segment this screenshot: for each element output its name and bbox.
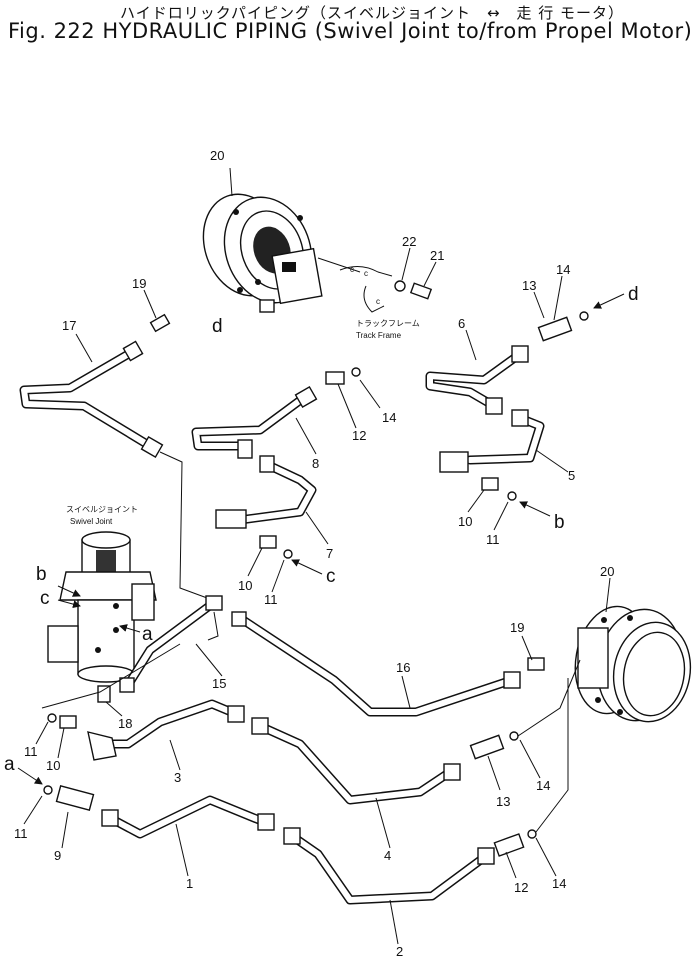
callout-14-mid: 14 xyxy=(382,410,396,425)
callout-11-right: 11 xyxy=(486,532,500,547)
callout-10-right: 10 xyxy=(458,514,472,529)
callout-22: 22 xyxy=(402,234,416,249)
callout-14-lower: 14 xyxy=(536,778,550,793)
callout-11-bottom: 11 xyxy=(14,826,28,841)
callout-11-mid: 11 xyxy=(264,592,278,607)
frame-label-c3: c xyxy=(376,297,380,306)
callout-14-top: 14 xyxy=(556,262,570,277)
port-label-a-bottom: a xyxy=(4,754,15,775)
callout-8: 8 xyxy=(312,456,319,471)
callout-18: 18 xyxy=(118,716,132,731)
propel-motor-upper xyxy=(202,193,323,313)
port-label-a-joint: a xyxy=(142,624,153,645)
propel-motor-lower xyxy=(574,605,692,723)
port-label-b-right: b xyxy=(554,512,565,533)
callout-13-top: 13 xyxy=(522,278,536,293)
swivel-joint xyxy=(47,531,157,683)
callout-13-bottom: 13 xyxy=(496,794,510,809)
callout-19-lower: 19 xyxy=(510,620,524,635)
callout-12-top: 12 xyxy=(352,428,366,443)
callout-17: 17 xyxy=(62,318,76,333)
callout-20-upper: 20 xyxy=(210,148,224,163)
title-japanese: ハイドロリックパイピング（スイベルジョイント ↔ 走 行 モータ） xyxy=(120,4,625,22)
callout-12-bottom: 12 xyxy=(514,880,528,895)
callout-6: 6 xyxy=(458,316,465,331)
track-frame-label-jp: トラックフレーム xyxy=(356,319,420,328)
port-label-d-right: d xyxy=(628,284,639,305)
callout-14-bottom: 14 xyxy=(552,876,566,891)
callout-7: 7 xyxy=(326,546,333,561)
callout-2: 2 xyxy=(396,944,403,959)
callout-5: 5 xyxy=(568,468,575,483)
callout-9: 9 xyxy=(54,848,61,863)
callout-10-mid: 10 xyxy=(238,578,252,593)
callout-20-lower: 20 xyxy=(600,564,614,579)
port-label-b-left: b xyxy=(36,564,47,585)
swivel-joint-label-en: Swivel Joint xyxy=(70,517,113,526)
callout-19-upper: 19 xyxy=(132,276,146,291)
callout-15: 15 xyxy=(212,676,226,691)
callout-21: 21 xyxy=(430,248,444,263)
leader-lines xyxy=(23,247,569,945)
callout-11-left: 11 xyxy=(24,744,38,759)
callout-3: 3 xyxy=(174,770,181,785)
frame-label-c2: c xyxy=(364,269,368,278)
frame-label-c1: c xyxy=(350,265,354,274)
port-label-c-mid: c xyxy=(326,566,336,587)
track-frame-label-en: Track Frame xyxy=(356,331,402,340)
callout-10-left: 10 xyxy=(46,758,60,773)
port-label-d-upper: d xyxy=(212,316,223,337)
title-english: Fig. 222 HYDRAULIC PIPING (Swivel Joint … xyxy=(8,19,693,43)
callout-1: 1 xyxy=(186,876,193,891)
swivel-joint-label-jp: スイベルジョイント xyxy=(66,505,138,514)
callout-4: 4 xyxy=(384,848,391,863)
port-label-c-left: c xyxy=(40,588,50,609)
callout-16: 16 xyxy=(396,660,410,675)
